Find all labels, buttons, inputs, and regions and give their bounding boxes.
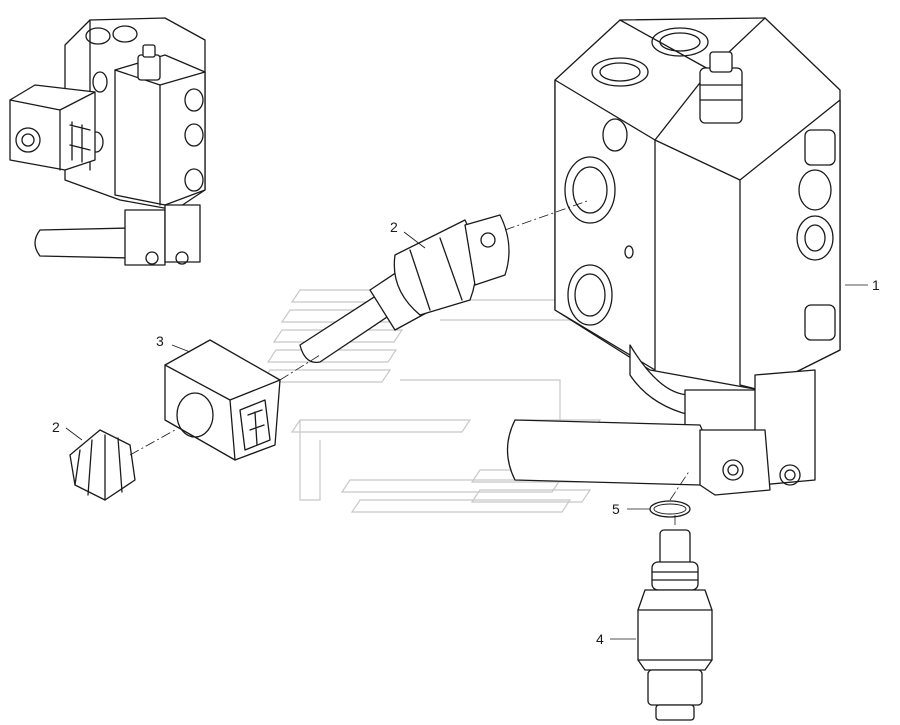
- overview-assembly: [9, 17, 206, 266]
- callout-2-cartridge: 2: [390, 219, 398, 235]
- callout-labels: 1 2 3 2 5 4: [52, 219, 880, 647]
- callout-3: 3: [156, 333, 164, 349]
- callout-4: 4: [596, 631, 604, 647]
- relief-cartridge: [637, 529, 713, 721]
- solenoid-coil: [164, 339, 281, 461]
- assembly-lines: [129, 199, 691, 525]
- cartridge-valve: [299, 214, 510, 364]
- callout-2-nut: 2: [52, 419, 60, 435]
- o-ring: [649, 500, 691, 518]
- callout-leaders: [65, 231, 868, 640]
- valve-block: [506, 17, 841, 496]
- knurled-nut: [69, 429, 136, 501]
- callout-5: 5: [612, 501, 620, 517]
- callout-1: 1: [872, 277, 880, 293]
